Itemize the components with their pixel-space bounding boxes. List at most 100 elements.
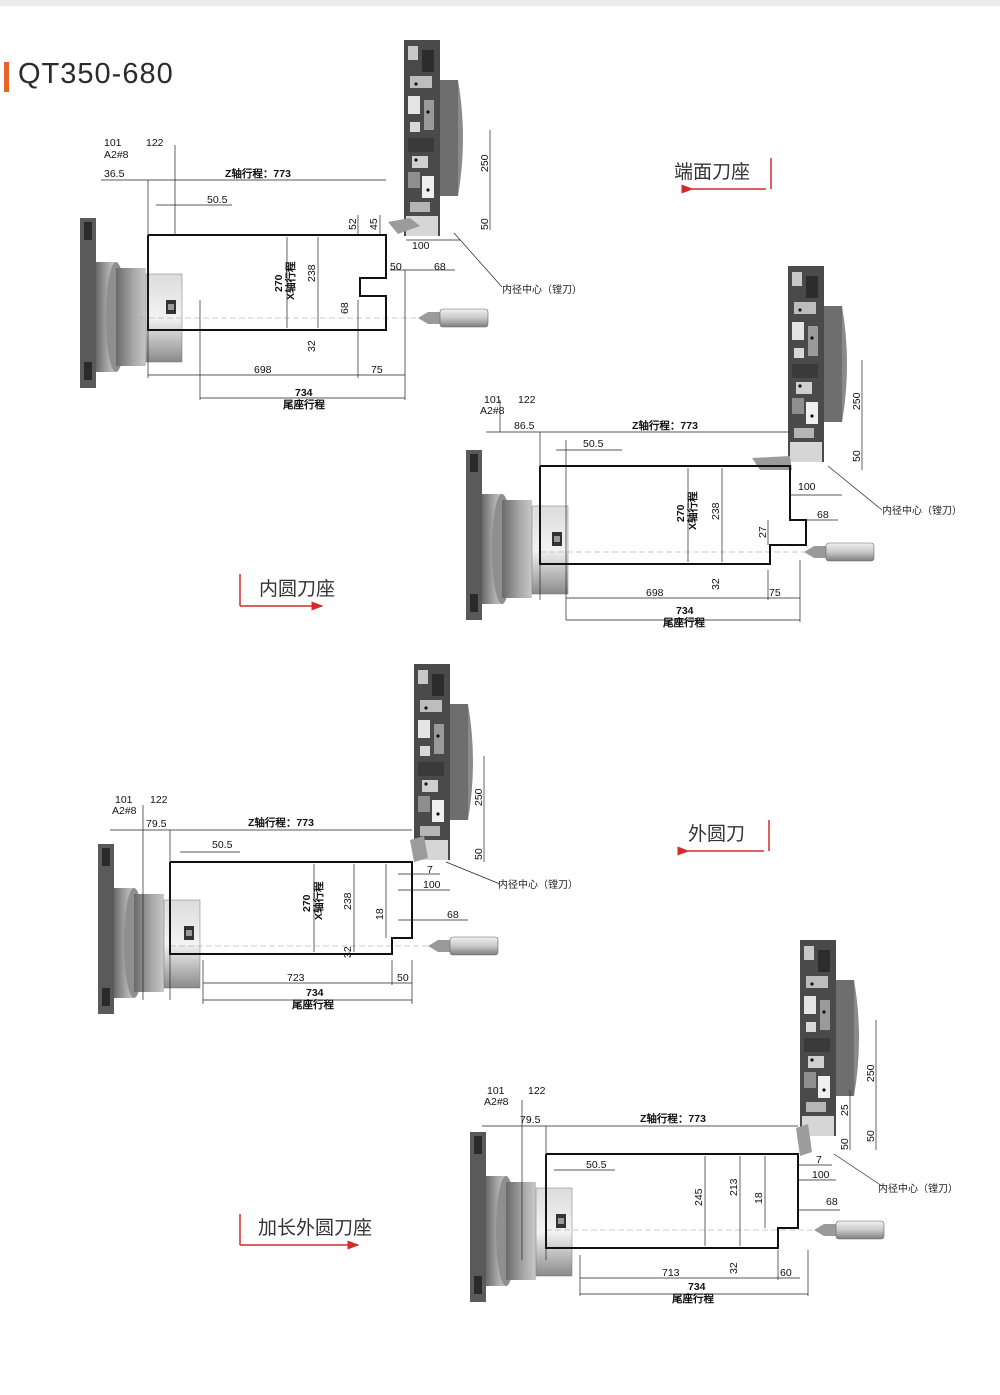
dim-101: 101 [115, 794, 133, 806]
dim-7: 7 [816, 1154, 822, 1166]
dim-52: 52 [347, 218, 359, 230]
dim-z-travel: Z轴行程：773 [632, 419, 698, 432]
dim-734: 734 [306, 987, 324, 999]
dim-734: 734 [295, 387, 313, 399]
dim-698: 698 [646, 587, 664, 599]
bore-center-note-1: 内径中心（镗刀） [502, 283, 582, 296]
dim-250: 250 [865, 1064, 877, 1082]
dim-68b: 68 [339, 302, 351, 314]
dim-100: 100 [812, 1169, 830, 1181]
dim-245: 245 [693, 1188, 705, 1206]
bore-center-note-4: 内径中心（镗刀） [878, 1182, 958, 1195]
dim-z-offset: 79.5 [146, 818, 167, 830]
dim-101: 101 [487, 1085, 505, 1097]
dim-60: 60 [780, 1267, 792, 1279]
diagram-inner-tool-holder: 101 122 A2#8 86.5 Z轴行程：773 50.5 250 50 1… [239, 266, 962, 629]
turret-1 [404, 40, 463, 236]
tailstock-1 [417, 308, 489, 328]
dim-tool-offset: 50.5 [583, 438, 604, 450]
headstock-4 [469, 1131, 573, 1303]
dim-101: 101 [104, 137, 122, 149]
dim-100: 100 [412, 240, 430, 252]
dim-x270: 270 [301, 894, 313, 912]
turret-3 [414, 664, 473, 860]
dim-tail-travel: 尾座行程 [672, 1292, 714, 1305]
tailstock-4 [813, 1220, 885, 1240]
dim-238: 238 [710, 502, 722, 520]
dim-68: 68 [434, 261, 446, 273]
dim-x-travel: X轴行程 [312, 881, 325, 920]
headstock-1 [79, 217, 183, 389]
dim-7: 7 [427, 864, 433, 876]
dim-50b: 50 [390, 261, 402, 273]
dim-122: 122 [150, 794, 168, 806]
dim-734: 734 [688, 1281, 706, 1293]
dim-50: 50 [479, 218, 491, 230]
label-outer-tool: 外圆刀 [688, 823, 745, 845]
dim-723: 723 [287, 972, 305, 984]
dim-18: 18 [753, 1192, 765, 1204]
dim-75: 75 [371, 364, 383, 376]
dim-734: 734 [676, 605, 694, 617]
dim-100: 100 [423, 879, 441, 891]
tailstock-2 [803, 542, 875, 562]
bore-center-note-2: 内径中心（镗刀） [882, 504, 962, 517]
headstock-2 [465, 449, 569, 621]
dim-z-travel: Z轴行程：773 [248, 816, 314, 829]
dim-tail-travel: 尾座行程 [283, 398, 325, 411]
turret-2 [788, 266, 847, 462]
dim-101: 101 [484, 394, 502, 406]
dim-213: 213 [728, 1178, 740, 1196]
dim-18: 18 [374, 908, 386, 920]
dim-27: 27 [757, 526, 769, 538]
dim-32: 32 [342, 946, 354, 958]
diagram-face-tool-holder: 101 122 A2#8 36.5 Z轴行程：773 50.5 52 45 25… [79, 40, 772, 411]
dim-698: 698 [254, 364, 272, 376]
dim-tail-travel: 尾座行程 [292, 998, 334, 1011]
dim-tool-offset: 50.5 [212, 839, 233, 851]
dim-tool-offset: 50.5 [586, 1159, 607, 1171]
page-title: QT350-680 [18, 58, 174, 90]
dim-z-offset: 79.5 [520, 1114, 541, 1126]
dim-spindle: A2#8 [104, 149, 129, 161]
headstock-3 [97, 843, 201, 1015]
dim-100: 100 [798, 481, 816, 493]
dim-68: 68 [817, 509, 829, 521]
label-face-tool-holder: 端面刀座 [674, 161, 750, 183]
dim-75: 75 [769, 587, 781, 599]
dim-122: 122 [146, 137, 164, 149]
dim-x-travel: X轴行程 [686, 491, 699, 530]
diagram-extended-outer-tool-holder: 101 122 A2#8 79.5 Z轴行程：773 50.5 250 25 5… [239, 940, 958, 1305]
dim-x270: 270 [675, 504, 687, 522]
dim-x-travel: X轴行程 [284, 261, 297, 300]
dim-tool-offset: 50.5 [207, 194, 228, 206]
dim-z-travel: Z轴行程：773 [640, 1112, 706, 1125]
dim-250: 250 [851, 392, 863, 410]
dim-x270: 270 [273, 274, 285, 292]
dim-25: 25 [839, 1104, 851, 1116]
diagram-outer-tool: 101 122 A2#8 79.5 Z轴行程：773 50.5 250 50 7… [97, 664, 770, 1015]
dim-32: 32 [306, 340, 318, 352]
dim-122: 122 [518, 394, 536, 406]
title-accent-bar [4, 62, 9, 92]
dim-68: 68 [826, 1196, 838, 1208]
bore-center-note-3: 内径中心（镗刀） [498, 878, 578, 891]
dim-tail-travel: 尾座行程 [663, 616, 705, 629]
label-inner-tool-holder: 内圆刀座 [259, 578, 335, 600]
dim-32: 32 [728, 1262, 740, 1274]
dim-238: 238 [306, 264, 318, 282]
dim-50: 50 [473, 848, 485, 860]
dim-68: 68 [447, 909, 459, 921]
dim-spindle: A2#8 [484, 1096, 509, 1108]
dim-32: 32 [710, 578, 722, 590]
dim-238: 238 [342, 892, 354, 910]
dim-45: 45 [368, 218, 380, 230]
dim-z-travel: Z轴行程：773 [225, 167, 291, 180]
dim-z-offset: 36.5 [104, 168, 125, 180]
dim-spindle: A2#8 [480, 405, 505, 417]
dim-50: 50 [851, 450, 863, 462]
dim-122: 122 [528, 1085, 546, 1097]
top-divider [0, 0, 1000, 6]
label-extended-outer-tool-holder: 加长外圆刀座 [258, 1217, 372, 1239]
